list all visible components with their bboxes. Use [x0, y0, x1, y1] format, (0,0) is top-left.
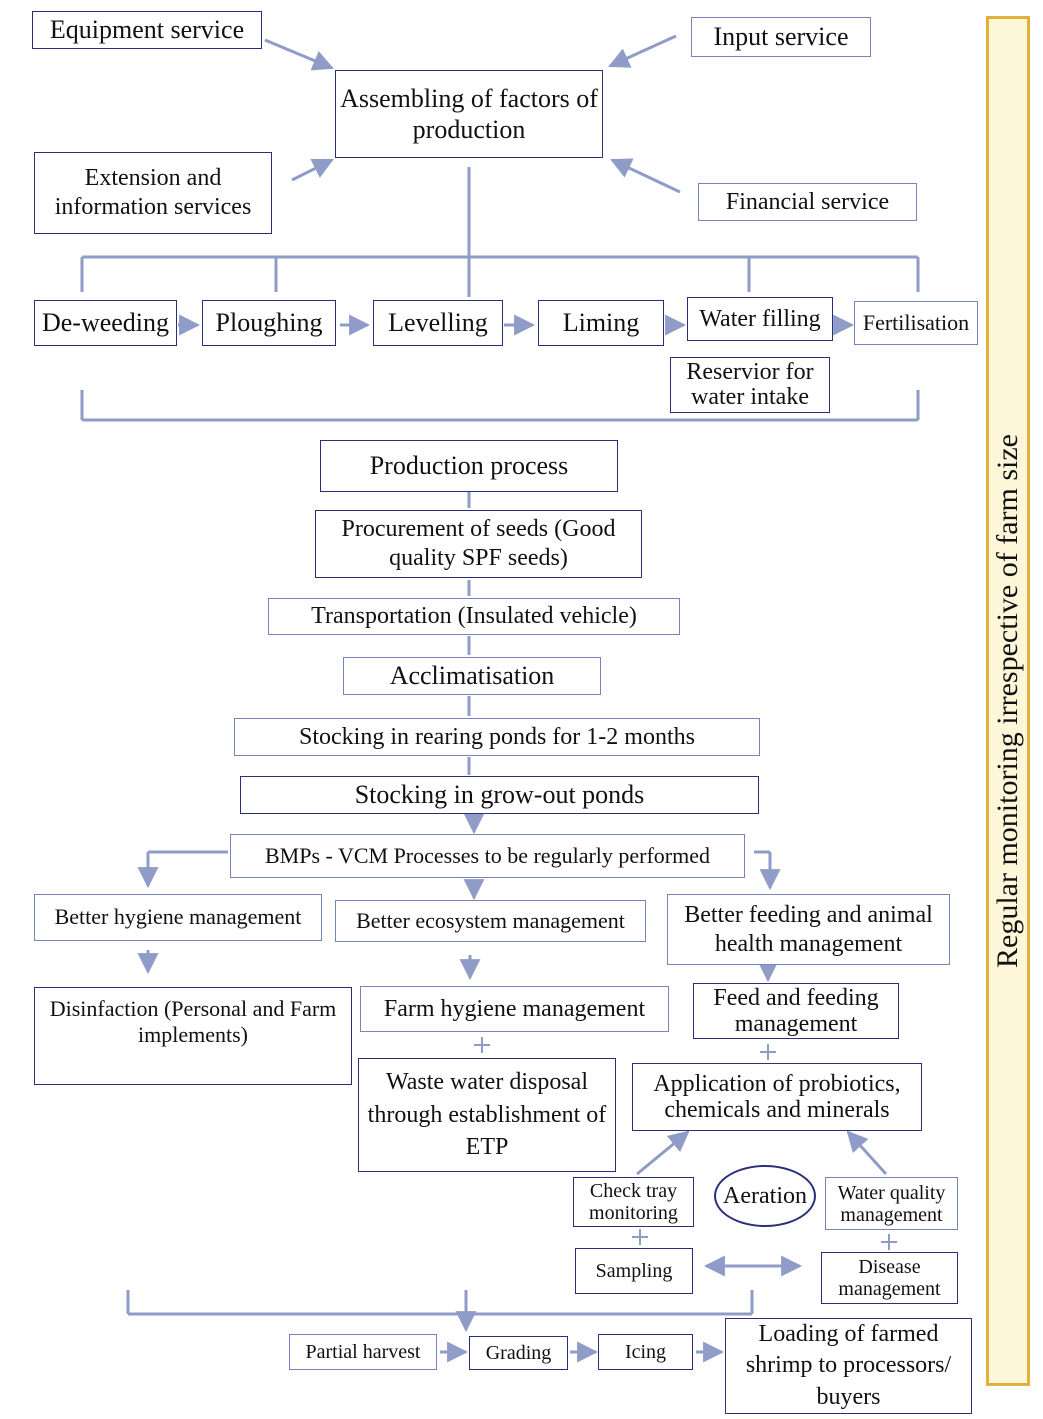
ecosystem-management-box: Better ecosystem management: [335, 900, 646, 942]
harvest-step-label: Partial harvest: [305, 1341, 421, 1363]
disease-management-label: Disease management: [838, 1256, 941, 1300]
prep-step-label: Fertilisation: [862, 309, 970, 335]
waste-water-box: Waste water disposal through establishme…: [358, 1058, 616, 1172]
extension-services-label: Extension and information services: [54, 165, 252, 220]
hygiene-management-label: Better hygiene management: [54, 904, 302, 930]
financial-service-label: Financial service: [725, 188, 890, 215]
prep-step-levelling: Levelling: [373, 300, 503, 346]
assembling-box: Assembling of factors of production: [335, 70, 603, 158]
icing-box: Icing: [598, 1334, 693, 1370]
loading-box: Loading of farmed shrimp to processors/ …: [725, 1318, 972, 1414]
probiotics-box: Application of probiotics, chemicals and…: [632, 1063, 922, 1131]
disinfection-label: Disinfaction (Personal and Farm implemen…: [49, 996, 337, 1048]
rearing-ponds-label: Stocking in rearing ponds for 1-2 months: [299, 723, 695, 750]
feed-management-box: Feed and feeding management: [693, 983, 899, 1039]
aeration-label: Aeration: [723, 1182, 807, 1209]
input-service-label: Input service: [713, 22, 849, 52]
farm-hygiene-box: Farm hygiene management: [360, 986, 669, 1032]
disease-management-box: Disease management: [821, 1252, 958, 1304]
prep-step-label: De-weeding: [41, 308, 170, 338]
prep-step-label: Water filling: [699, 305, 821, 332]
partial-harvest-box: Partial harvest: [289, 1334, 437, 1370]
hygiene-management-box: Better hygiene management: [34, 894, 322, 941]
disinfection-box: Disinfaction (Personal and Farm implemen…: [34, 987, 352, 1085]
prep-step-water-filling: Water filling: [687, 297, 833, 341]
grow-out-ponds-label: Stocking in grow-out ponds: [354, 780, 645, 810]
water-quality-label: Water quality management: [837, 1181, 946, 1226]
grading-box: Grading: [469, 1336, 568, 1370]
input-service-box: Input service: [691, 17, 871, 57]
prep-step-deweeding: De-weeding: [34, 300, 177, 346]
prep-step-label: Liming: [562, 308, 640, 338]
feed-management-label: Feed and feeding management: [713, 984, 879, 1037]
monitoring-sidebar: Regular monitoring irrespective of farm …: [986, 16, 1030, 1386]
transportation-label: Transportation (Insulated vehicle): [311, 603, 637, 630]
reservoir-box: Reservior for water intake: [670, 357, 830, 413]
loading-label: Loading of farmed shrimp to processors/ …: [745, 1321, 952, 1410]
financial-service-box: Financial service: [698, 183, 917, 221]
ecosystem-management-label: Better ecosystem management: [356, 907, 625, 933]
prep-step-label: Levelling: [388, 308, 488, 338]
harvest-step-label: Icing: [624, 1341, 667, 1363]
check-tray-box: Check tray monitoring: [573, 1177, 694, 1227]
extension-services-box: Extension and information services: [34, 152, 272, 234]
probiotics-label: Application of probiotics, chemicals and…: [653, 1070, 901, 1123]
production-process-box: Production process: [320, 440, 618, 492]
waste-water-label: Waste water disposal through establishme…: [367, 1069, 607, 1161]
water-quality-box: Water quality management: [825, 1177, 958, 1230]
procurement-box: Procurement of seeds (Good quality SPF s…: [315, 510, 642, 578]
acclimatisation-box: Acclimatisation: [343, 657, 601, 695]
prep-step-label: Ploughing: [215, 308, 323, 338]
feeding-health-box: Better feeding and animal health managem…: [667, 894, 950, 965]
assembling-label: Assembling of factors of production: [340, 83, 598, 144]
prep-step-fertilisation: Fertilisation: [854, 301, 978, 345]
bmps-box: BMPs - VCM Processes to be regularly per…: [230, 834, 745, 878]
bmps-label: BMPs - VCM Processes to be regularly per…: [264, 842, 711, 868]
acclimatisation-label: Acclimatisation: [389, 661, 555, 691]
sampling-box: Sampling: [575, 1248, 693, 1294]
aeration-ellipse: Aeration: [714, 1165, 816, 1227]
farm-hygiene-label: Farm hygiene management: [383, 995, 646, 1022]
production-process-label: Production process: [369, 451, 569, 481]
grow-out-ponds-box: Stocking in grow-out ponds: [240, 776, 759, 814]
check-tray-label: Check tray monitoring: [589, 1180, 678, 1224]
equipment-service-box: Equipment service: [32, 11, 262, 49]
harvest-step-label: Grading: [485, 1342, 552, 1364]
sampling-label: Sampling: [595, 1260, 673, 1282]
prep-step-ploughing: Ploughing: [202, 300, 336, 346]
prep-step-liming: Liming: [538, 300, 664, 346]
rearing-ponds-box: Stocking in rearing ponds for 1-2 months: [234, 718, 760, 756]
equipment-service-label: Equipment service: [49, 15, 245, 45]
reservoir-label: Reservior for water intake: [686, 358, 814, 410]
procurement-label: Procurement of seeds (Good quality SPF s…: [341, 516, 616, 571]
feeding-health-label: Better feeding and animal health managem…: [684, 901, 933, 957]
transportation-box: Transportation (Insulated vehicle): [268, 598, 680, 635]
monitoring-sidebar-label: Regular monitoring irrespective of farm …: [991, 434, 1024, 968]
